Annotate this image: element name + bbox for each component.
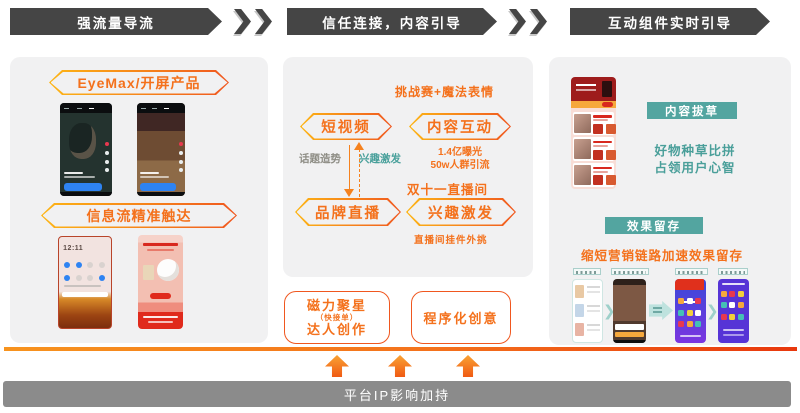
ad-cta-pill <box>149 293 172 299</box>
annotation-live-widget: 直播间挂件外挑 <box>414 235 488 246</box>
campaign-header <box>571 77 616 101</box>
phone-statusbar <box>60 103 112 114</box>
label-feed-targeting-text: 信息流精准触达 <box>86 207 192 224</box>
phone-screenshot-install-step <box>718 279 749 343</box>
campaign-strip <box>571 100 616 109</box>
campaign-card <box>572 163 615 187</box>
step-caption-chip <box>573 268 601 275</box>
campaign-card <box>572 137 615 161</box>
strip-button <box>601 102 614 107</box>
label-short-video-text: 短视频 <box>321 120 371 136</box>
annotation-challenge: 挑战赛+魔法表情 <box>395 85 495 99</box>
gradient-baseline <box>4 347 797 351</box>
arrow-up-icon <box>388 355 412 377</box>
cta-button <box>63 183 103 192</box>
phone-screenshot-eyemax-video-1 <box>60 103 112 196</box>
stage-header-interactive-label: 互动组件实时引导 <box>608 15 732 31</box>
flow-chevrons-icon <box>234 9 272 34</box>
flow-line-down <box>349 145 350 193</box>
platform-ip-bar: 平台IP影响加持 <box>3 381 791 407</box>
flow-line-up <box>359 149 360 197</box>
banner-effect-retention-label: 效果留存 <box>627 220 681 233</box>
flow-chevrons-icon <box>509 9 547 34</box>
phone-statusbar <box>137 103 185 114</box>
banner-content-seeding: 内容拔草 <box>647 102 737 119</box>
step-caption-chip <box>675 268 708 275</box>
step-caption-chip <box>611 268 649 275</box>
label-short-video: 短视频 <box>300 113 392 140</box>
content-seeding-text: 好物种草比拼 占领用户心智 <box>641 143 749 177</box>
stage-header-trust: 信任连接，内容引导 <box>287 8 497 35</box>
exposure-stats-line1: 1.4亿曝光 <box>438 147 482 158</box>
banner-content-seeding-label: 内容拔草 <box>665 105 719 118</box>
label-eyemax-products: EyeMax/开屏产品 <box>49 70 229 95</box>
annotation-live-room: 双十一直播间 <box>407 183 489 197</box>
link-arrow-icon <box>649 301 673 320</box>
stage-header-trust-label: 信任连接，内容引导 <box>322 15 462 31</box>
flow-label-topic: 话题造势 <box>299 153 341 165</box>
stage-header-interactive: 互动组件实时引导 <box>570 8 770 35</box>
phone-screenshot-feed-ad <box>138 235 183 329</box>
arrow-down-icon <box>344 189 354 197</box>
product-image <box>602 80 613 97</box>
chevron-right-icon <box>530 9 547 34</box>
chevron-right-icon <box>255 9 272 34</box>
label-content-interaction-text: 内容互动 <box>427 120 493 136</box>
phone-clock: 12:11 <box>63 245 84 253</box>
product-thumbnails <box>592 149 603 160</box>
label-brand-live: 品牌直播 <box>295 198 401 226</box>
product-image-vacuum <box>156 259 179 282</box>
flow-label-interest: 兴趣激发 <box>359 153 401 165</box>
phone-screenshot-live-step <box>613 279 646 343</box>
platform-ip-bar-label: 平台IP影响加持 <box>343 387 451 403</box>
box-creator-creation: 达人创作 <box>306 321 367 337</box>
content-seeding-line2: 占领用户心智 <box>654 161 736 175</box>
card-photo <box>574 165 591 185</box>
box-magnetic-star-sub: （快接单） <box>315 312 359 322</box>
cta-button <box>140 183 176 192</box>
step-caption-chip <box>718 268 748 275</box>
box-programmatic-creative-label: 程序化创意 <box>423 311 499 326</box>
panel-interactive-components: 内容拔草 好物种草比拼 占领用户心智 效果留存 缩短营销链路加速效果留存 ❯ ❯ <box>549 57 791 345</box>
phone-screenshot-download-step <box>675 279 706 343</box>
label-eyemax-products-text: EyeMax/开屏产品 <box>77 74 201 91</box>
retention-text: 缩短营销链路加速效果留存 <box>580 249 743 263</box>
box-magnetic-star: 磁力聚星 （快接单） 达人创作 <box>284 291 390 344</box>
arrow-up-icon <box>354 142 364 150</box>
phone-screenshot-eyemax-video-2 <box>137 103 185 196</box>
card-photo <box>574 139 591 160</box>
box-magnetic-star-title: 磁力聚星 <box>306 297 367 313</box>
phone-screenshot-android-quick-settings: 12:11 <box>58 236 112 329</box>
label-feed-targeting: 信息流精准触达 <box>41 203 237 228</box>
campaign-card <box>572 111 615 136</box>
promo-banner <box>675 279 704 304</box>
exposure-stats: 1.4亿曝光 50w人群引流 <box>409 146 511 172</box>
product-thumbnails <box>592 123 603 134</box>
label-content-interaction: 内容互动 <box>409 113 511 140</box>
label-interest-spark-text: 兴趣激发 <box>428 205 494 222</box>
arrow-up-icon <box>456 355 480 377</box>
chevron-right-icon: ❯ <box>706 303 719 320</box>
arrow-up-icon <box>325 355 349 377</box>
chevron-right-icon: ❯ <box>603 303 616 320</box>
stage-header-traffic: 强流量导流 <box>10 8 222 35</box>
label-interest-spark: 兴趣激发 <box>406 198 516 226</box>
banner-effect-retention: 效果留存 <box>605 217 703 234</box>
chevron-right-icon <box>509 9 526 34</box>
phone-screenshot-feed-step <box>572 279 603 343</box>
panel-content-guidance: 挑战赛+魔法表情 短视频 内容互动 1.4亿曝光 50w人群引流 话题造势 兴趣… <box>283 57 533 277</box>
content-seeding-line1: 好物种草比拼 <box>654 144 736 158</box>
box-programmatic-creative: 程序化创意 <box>411 291 511 344</box>
phone-screenshot-campaign-list <box>571 77 616 189</box>
product-thumbnails <box>592 175 603 186</box>
stage-header-traffic-label: 强流量导流 <box>77 15 155 31</box>
chevron-right-icon <box>234 9 251 34</box>
card-photo <box>574 113 591 134</box>
product-image-box <box>142 265 154 281</box>
label-brand-live-text: 品牌直播 <box>315 205 381 222</box>
panel-traffic: EyeMax/开屏产品 信息流精准触达 12:11 <box>10 57 268 343</box>
exposure-stats-line2: 50w人群引流 <box>430 160 490 171</box>
